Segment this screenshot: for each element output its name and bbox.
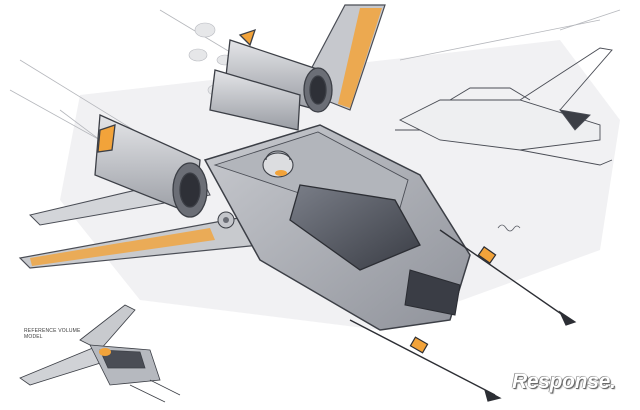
cockpit-canopy — [289, 184, 421, 271]
dorsal-dome — [262, 150, 294, 178]
side-profile-sketch — [395, 47, 613, 166]
reference-model-sketch — [19, 304, 181, 403]
left-wing-accent — [30, 228, 215, 266]
reference-label-line2: MODEL — [24, 334, 43, 340]
engine-pod-upper — [224, 28, 333, 113]
nose-intake — [404, 269, 461, 316]
forward-cannons — [349, 229, 577, 402]
engine-pod-lower — [94, 114, 208, 218]
reference-label: REFERENCE VOLUME MODEL — [24, 328, 81, 340]
reference-label-line1: REFERENCE VOLUME — [24, 328, 81, 334]
engine-pod-middle — [209, 69, 301, 131]
designer-signature — [497, 224, 521, 232]
response-watermark: Response. — [512, 370, 616, 393]
tail-fin-accent — [338, 8, 382, 108]
